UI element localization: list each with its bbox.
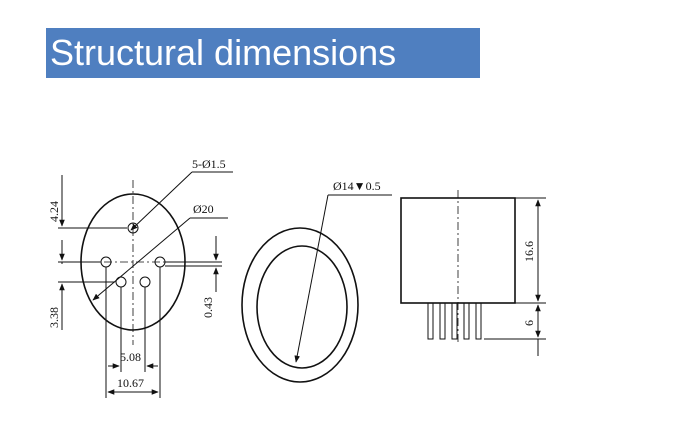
pin-bottom-left bbox=[115, 276, 127, 288]
pin-top bbox=[127, 222, 139, 234]
top-view: Ø14▼0.5 bbox=[241, 179, 392, 383]
top-offset-label: 4.24 bbox=[47, 201, 61, 222]
window-dia-label: Ø14▼0.5 bbox=[333, 179, 381, 193]
pin-length-label: 6 bbox=[522, 320, 536, 326]
pin-spacing-label: 5.08 bbox=[120, 350, 141, 364]
pins-leader bbox=[130, 171, 193, 231]
window-circle bbox=[256, 245, 348, 369]
bottom-offset-label: 3.38 bbox=[47, 307, 61, 328]
pin-4 bbox=[463, 302, 470, 340]
title-banner: Structural dimensions bbox=[46, 28, 480, 78]
page-title: Structural dimensions bbox=[50, 32, 397, 73]
pin-bottom-right bbox=[139, 276, 151, 288]
side-view: 16.6 6 bbox=[400, 190, 546, 356]
outer-dia-leader bbox=[92, 217, 191, 301]
window-leader bbox=[294, 194, 329, 363]
overall-width-label: 10.67 bbox=[117, 376, 144, 390]
body-height-label: 16.6 bbox=[522, 241, 536, 262]
pin-3 bbox=[451, 302, 458, 340]
top-outer-circle bbox=[241, 227, 359, 383]
pin-2 bbox=[439, 302, 446, 340]
pin-1 bbox=[427, 302, 434, 340]
pin-5 bbox=[475, 302, 482, 340]
outer-dia-label: Ø20 bbox=[193, 202, 214, 216]
pins-label: 5-Ø1.5 bbox=[192, 157, 226, 171]
center-offset-label: 0.43 bbox=[201, 297, 215, 318]
bottom-view: 5-Ø1.5 Ø20 4.24 3.38 0.43 5.08 10.67 bbox=[47, 157, 233, 398]
